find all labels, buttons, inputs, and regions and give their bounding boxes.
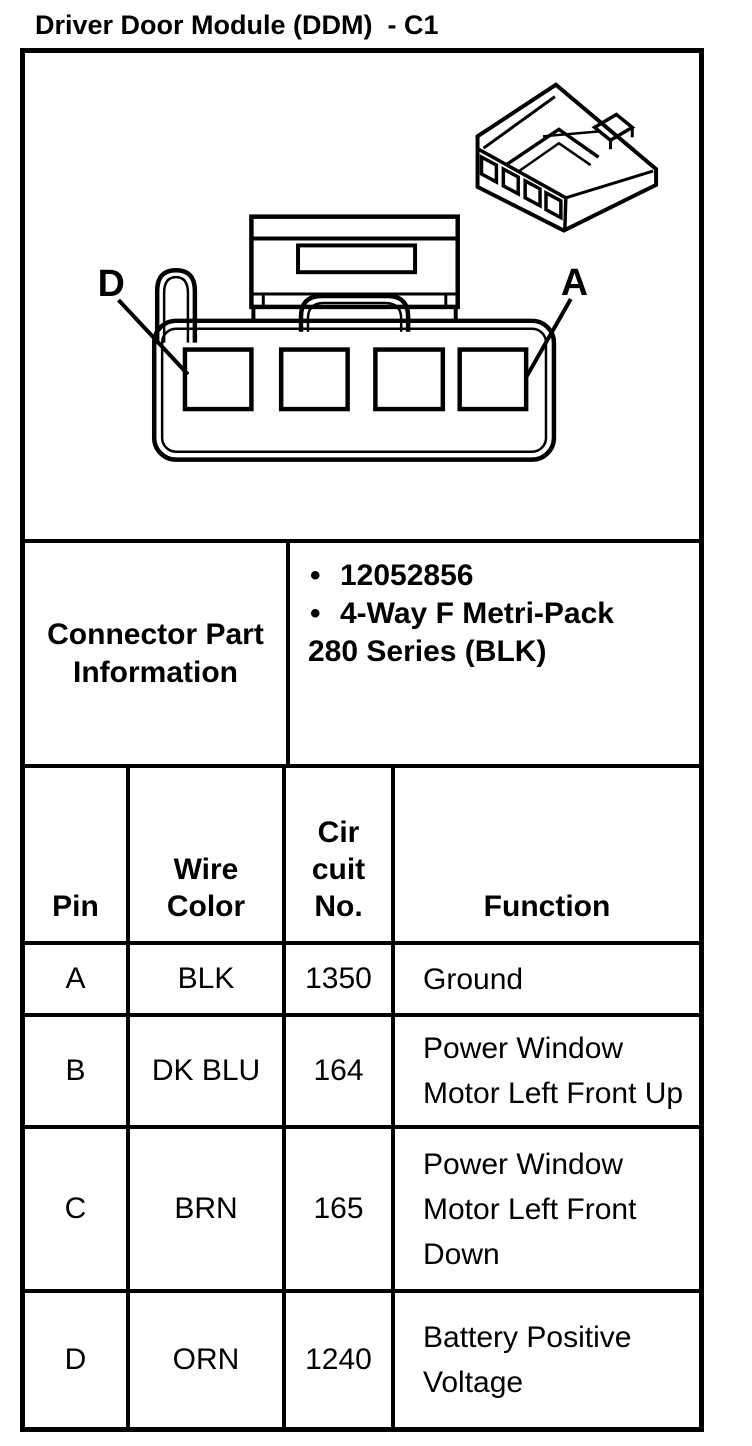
pin-cell: D — [25, 1293, 130, 1427]
part-number: 12052856 — [340, 559, 474, 592]
connector-type: 4-Way F Metri-Pack — [340, 597, 614, 630]
table-row: C BRN 165 Power Window Motor Left Front … — [25, 1129, 699, 1293]
pin-hole-c — [278, 347, 350, 412]
wire-cell: ORN — [130, 1293, 286, 1427]
connector-lock-tower — [249, 214, 460, 323]
connector-diagram-section: D A — [25, 53, 699, 543]
pin-a-pointer-line — [524, 297, 573, 379]
table-row: B DK BLU 164 Power Window Motor Left Fro… — [25, 1017, 699, 1129]
connector-info-box: D A — [20, 48, 704, 1432]
part-info-section: Connector Part Information • 12052856 • … — [25, 543, 699, 768]
table-row: A BLK 1350 Ground — [25, 945, 699, 1017]
pin-cell: A — [25, 945, 130, 1013]
bullet-icon: • — [310, 597, 321, 630]
wire-cell: DK BLU — [130, 1017, 286, 1125]
pin-hole-b — [373, 347, 446, 412]
circuit-cell: 165 — [286, 1129, 395, 1289]
pin-a-label: A — [561, 261, 588, 303]
header-wire-color: Wire Color — [130, 768, 286, 941]
header-function: Function — [483, 890, 611, 923]
pin-d-pointer-line — [117, 298, 190, 376]
table-row: D ORN 1240 Battery Positive Voltage — [25, 1293, 699, 1427]
part-info-label: Connector Part Information — [25, 543, 290, 764]
circuit-cell: 1350 — [286, 945, 395, 1013]
pin-cell: C — [25, 1129, 130, 1289]
connector-ear — [154, 267, 198, 343]
header-circuit-no: Cir cuit No. — [286, 768, 395, 941]
circuit-cell: 1240 — [286, 1293, 395, 1427]
pin-d-label: D — [98, 262, 125, 304]
function-cell: Ground — [423, 962, 524, 996]
pin-hole-a — [457, 347, 529, 412]
connector-latch-hump — [298, 293, 411, 332]
bullet-icon: • — [310, 559, 321, 592]
part-info-bullet-item: • 4-Way F Metri-Pack — [290, 595, 699, 633]
wire-cell: BRN — [130, 1129, 286, 1289]
function-cell: Battery Positive Voltage — [423, 1321, 632, 1399]
pin-hole-d — [182, 347, 254, 412]
function-cell: Power Window Motor Left Front Up — [423, 1032, 684, 1110]
pin-cell: B — [25, 1017, 130, 1125]
wire-cell: BLK — [130, 945, 286, 1013]
part-info-bullet-item: • 12052856 — [290, 557, 699, 595]
function-cell: Power Window Motor Left Front Down — [423, 1147, 637, 1271]
pin-table: Pin Wire Color Cir cuit No. Function A B… — [25, 768, 699, 1427]
part-info-details: • 12052856 • 4-Way F Metri-Pack 280 Seri… — [290, 543, 699, 764]
page-title: Driver Door Module (DDM) - C1 — [35, 10, 439, 40]
isometric-view-drawing — [475, 82, 659, 233]
connector-series: 280 Series (BLK) — [308, 635, 547, 668]
front-view-drawing: D A — [98, 214, 588, 462]
connector-diagram: D A — [98, 82, 659, 462]
header-pin: Pin — [25, 768, 130, 941]
circuit-cell: 164 — [286, 1017, 395, 1125]
pin-table-header-row: Pin Wire Color Cir cuit No. Function — [25, 768, 699, 945]
